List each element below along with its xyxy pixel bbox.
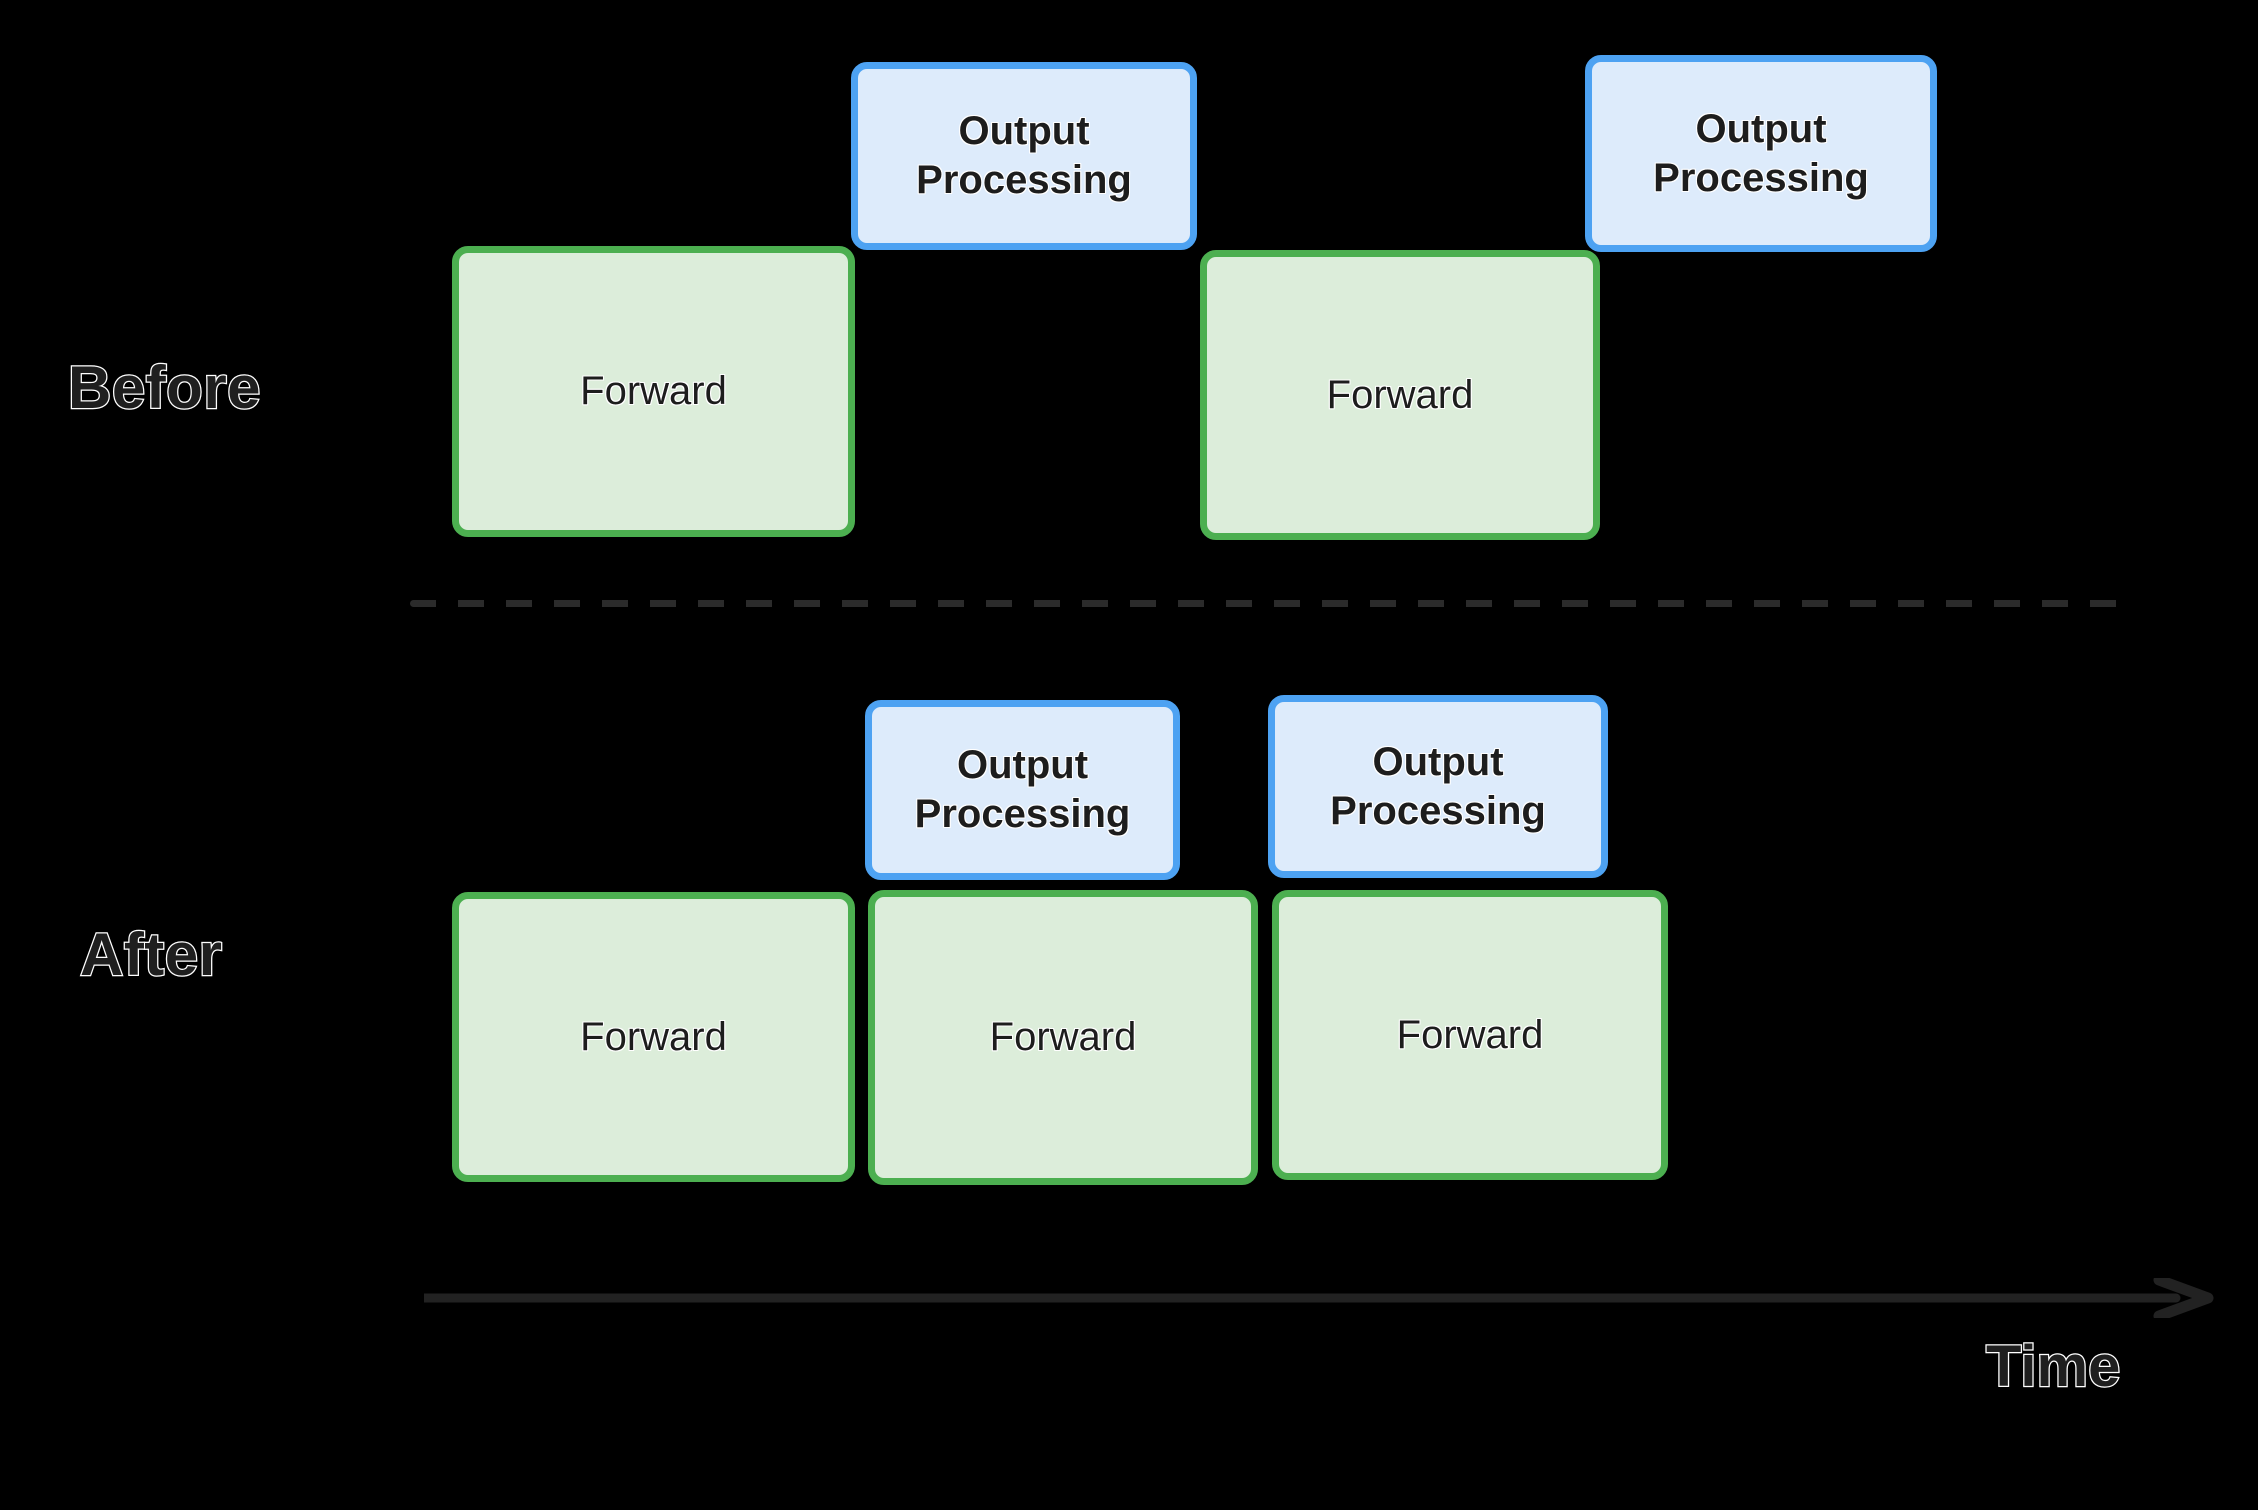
block-label-line2: Processing <box>1653 155 1869 200</box>
block-label: Output Processing <box>916 107 1132 205</box>
block-label-line2: Processing <box>916 158 1132 202</box>
before-forward-block-2: Forward <box>1200 250 1600 540</box>
block-label-line1: Output <box>956 743 1089 788</box>
section-divider-dashed-line <box>410 600 2130 607</box>
after-forward-block-2: Forward <box>868 890 1258 1185</box>
block-label: Output Processing <box>1653 105 1869 203</box>
before-forward-block-1: Forward <box>452 246 855 537</box>
block-label-line2: Processing <box>1330 788 1546 833</box>
section-label-before: Before <box>67 354 262 421</box>
after-output-processing-block-2: Output Processing <box>1268 695 1608 878</box>
block-label: Forward <box>989 1015 1137 1060</box>
block-label-line1: Output <box>1372 739 1504 784</box>
block-label-line1: Output <box>1695 106 1827 151</box>
after-forward-block-3: Forward <box>1272 890 1668 1180</box>
section-label-after: After <box>79 921 224 988</box>
after-forward-block-1: Forward <box>452 892 855 1182</box>
block-label: Forward <box>1326 372 1474 417</box>
time-axis-label: Time <box>1985 1334 2122 1399</box>
block-label: Forward <box>580 1014 727 1059</box>
block-label-line2: Processing <box>914 792 1131 836</box>
before-output-processing-block-1: Output Processing <box>851 62 1197 250</box>
before-output-processing-block-2: Output Processing <box>1585 55 1937 252</box>
block-label-line1: Output <box>958 109 1090 154</box>
block-label: Forward <box>580 369 727 414</box>
arrowhead-icon <box>2153 1278 2214 1318</box>
block-label: Output Processing <box>915 741 1131 839</box>
time-axis-arrow <box>424 1278 2214 1318</box>
block-label: Output Processing <box>1330 738 1546 836</box>
block-label: Forward <box>1396 1012 1544 1057</box>
after-output-processing-block-1: Output Processing <box>865 700 1180 880</box>
